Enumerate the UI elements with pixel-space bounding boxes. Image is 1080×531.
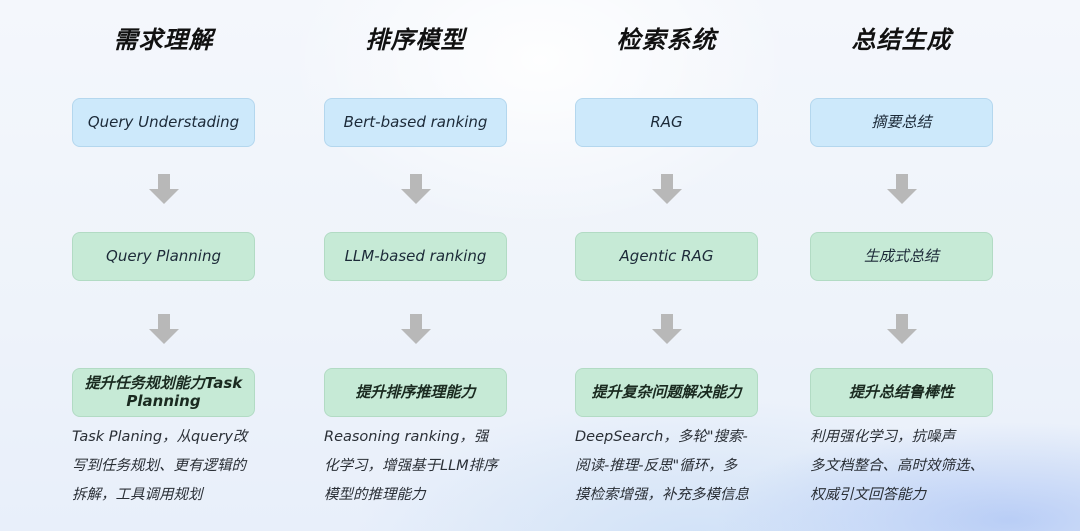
down-arrow-icon (149, 174, 179, 204)
stage-box-llm-ranking: LLM-based ranking (324, 232, 507, 281)
column-description: DeepSearch，多轮"搜索- 阅读-推理-反思"循环，多 摸检索增强，补充… (575, 423, 775, 510)
description-line: Task Planing，从query改 (72, 429, 248, 445)
description-line: 化学习，增强基于LLM排序 (324, 458, 498, 474)
column-heading: 排序模型 (365, 26, 466, 54)
column-description: 利用强化学习，抗噪声 多文档整合、高时效筛选、 权威引文回答能力 (810, 423, 1010, 510)
column-heading: 总结生成 (851, 26, 952, 54)
description-line: 模型的推理能力 (324, 487, 426, 503)
stage-box-task-planning: 提升任务规划能力Task Planning (72, 368, 255, 417)
description-line: 利用强化学习，抗噪声 (810, 429, 955, 445)
down-arrow-icon (887, 314, 917, 344)
stage-box-rag: RAG (575, 98, 758, 147)
description-line: 写到任务规划、更有逻辑的 (72, 458, 246, 474)
column-heading: 检索系统 (616, 26, 717, 54)
down-arrow-icon (652, 314, 682, 344)
column-description: Reasoning ranking，强 化学习，增强基于LLM排序 模型的推理能… (324, 423, 524, 510)
down-arrow-icon (401, 314, 431, 344)
down-arrow-icon (401, 174, 431, 204)
column-description: Task Planing，从query改 写到任务规划、更有逻辑的 拆解，工具调… (72, 423, 272, 510)
description-line: 阅读-推理-反思"循环，多 (575, 458, 738, 474)
stage-box-abstract-summary: 摘要总结 (810, 98, 993, 147)
description-line: 拆解，工具调用规划 (72, 487, 203, 503)
stage-box-query-planning: Query Planning (72, 232, 255, 281)
description-line: DeepSearch，多轮"搜索- (575, 429, 748, 445)
stage-box-generative-summary: 生成式总结 (810, 232, 993, 281)
description-line: Reasoning ranking，强 (324, 429, 489, 445)
description-line: 权威引文回答能力 (810, 487, 926, 503)
description-line: 摸检索增强，补充多模信息 (575, 487, 749, 503)
stage-box-bert-ranking: Bert-based ranking (324, 98, 507, 147)
stage-box-complex-problem: 提升复杂问题解决能力 (575, 368, 758, 417)
down-arrow-icon (652, 174, 682, 204)
down-arrow-icon (149, 314, 179, 344)
stage-box-reasoning-ranking: 提升排序推理能力 (324, 368, 507, 417)
column-heading: 需求理解 (113, 26, 214, 54)
description-line: 多文档整合、高时效筛选、 (810, 458, 984, 474)
stage-box-agentic-rag: Agentic RAG (575, 232, 758, 281)
stage-box-summary-robustness: 提升总结鲁棒性 (810, 368, 993, 417)
down-arrow-icon (887, 174, 917, 204)
stage-box-query-understanding: Query Understading (72, 98, 255, 147)
